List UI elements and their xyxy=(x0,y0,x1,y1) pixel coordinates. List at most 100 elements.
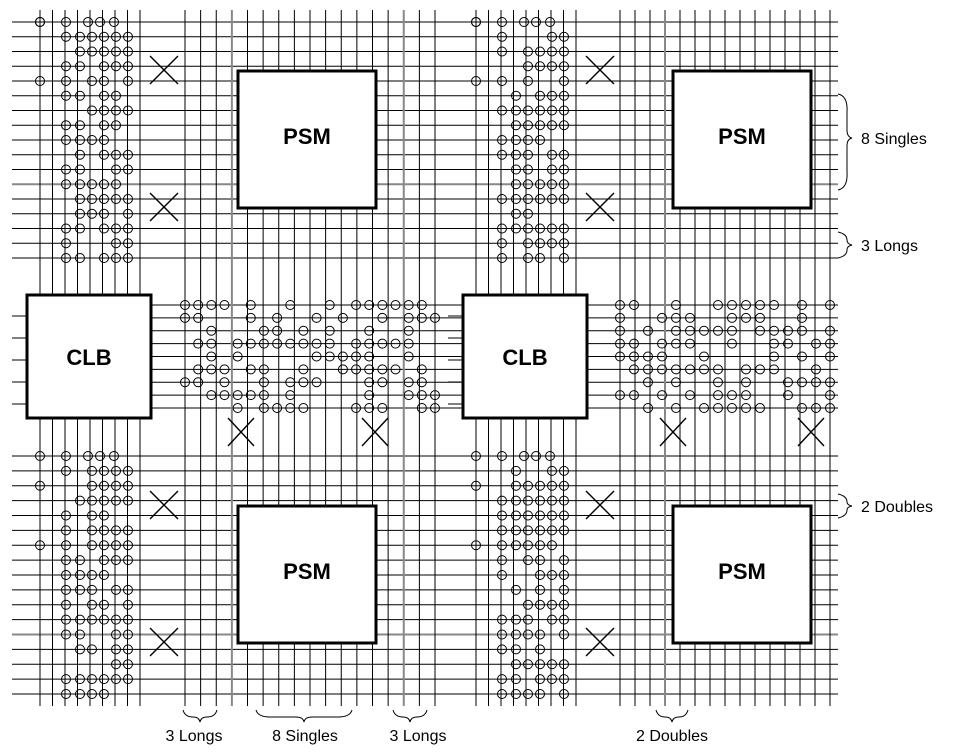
pip-circle xyxy=(99,76,109,86)
pip-circle xyxy=(123,644,133,655)
pip-circle xyxy=(123,238,133,249)
pip-circle xyxy=(559,105,569,116)
pip-circle xyxy=(193,312,204,323)
pip-circle xyxy=(497,223,507,234)
pip-circle xyxy=(559,480,569,491)
pip-circle xyxy=(535,90,545,101)
pip-circle xyxy=(643,377,653,388)
psm-top-left: PSM xyxy=(236,69,378,210)
pip-circle xyxy=(75,120,85,131)
pip-circle xyxy=(123,659,133,670)
pip-circle xyxy=(497,644,507,655)
pip-circle xyxy=(123,465,133,476)
pip-circle xyxy=(337,364,348,375)
pip-circle xyxy=(111,540,121,551)
pip-circle xyxy=(61,584,71,595)
doubles-annotation: 2 Doubles xyxy=(861,499,933,516)
pip-circle xyxy=(272,325,283,336)
pip-circle xyxy=(206,325,217,336)
pip-circle xyxy=(285,300,296,310)
pip-circle xyxy=(111,238,121,249)
pip-circle xyxy=(535,223,545,234)
pip-circle xyxy=(232,403,243,413)
pip-circle xyxy=(123,599,133,610)
pip-circle xyxy=(685,312,695,323)
pip-circle xyxy=(511,164,521,175)
pip-circle xyxy=(87,599,97,610)
pip-circle xyxy=(87,525,97,536)
pip-circle xyxy=(727,403,737,413)
pip-circle xyxy=(497,253,507,263)
pip-circle xyxy=(35,76,45,86)
pip-circle xyxy=(61,451,71,461)
crossover-line xyxy=(585,192,615,222)
pip-circle xyxy=(61,570,71,580)
pip-circle xyxy=(497,238,507,249)
pip-circle xyxy=(547,120,557,131)
pip-circle xyxy=(364,364,375,375)
pip-circle xyxy=(111,105,121,116)
pip-circle xyxy=(497,555,507,566)
crossover-line xyxy=(149,490,179,520)
pip-circle xyxy=(87,570,97,580)
pip-circle xyxy=(123,540,133,551)
pip-circle xyxy=(511,510,521,521)
pip-circle xyxy=(547,149,557,160)
pip-circle xyxy=(99,540,109,551)
pip-circle xyxy=(87,510,97,521)
pip-circle xyxy=(559,629,569,640)
crossover-line xyxy=(585,490,615,520)
pip-circle xyxy=(111,179,121,190)
pip-circle xyxy=(511,659,521,670)
pip-circle xyxy=(351,351,362,362)
pip-circle xyxy=(311,377,322,388)
pip-circle xyxy=(123,164,133,175)
bottom-longs-left-annotation: 3 Longs xyxy=(166,728,223,745)
pip-circle xyxy=(75,31,85,42)
pip-circle xyxy=(61,135,71,145)
pip-circle xyxy=(523,135,533,145)
pip-circle xyxy=(87,194,97,204)
pip-circle xyxy=(87,76,97,86)
pip-circle xyxy=(685,364,695,375)
pip-circle xyxy=(657,364,667,375)
pip-circle xyxy=(497,194,507,204)
pip-circle xyxy=(111,90,121,101)
pip-circle xyxy=(615,390,625,401)
pip-circle xyxy=(403,312,414,323)
pip-circle xyxy=(87,674,97,685)
pip-circle xyxy=(111,629,121,640)
pip-circle xyxy=(403,325,414,336)
pip-circle xyxy=(337,351,348,362)
clb-left: CLB xyxy=(25,293,153,420)
pip-circle xyxy=(511,674,521,685)
pip-circle xyxy=(403,390,414,401)
pip-circle xyxy=(99,480,109,491)
pip-circle xyxy=(311,338,322,349)
pip-circle xyxy=(272,338,283,349)
pip-circle xyxy=(75,179,85,190)
pip-circle xyxy=(825,403,835,413)
pip-circle xyxy=(99,31,109,42)
pip-circle xyxy=(497,451,507,461)
pip-circle xyxy=(99,510,109,521)
pip-circle xyxy=(87,584,97,595)
pip-circle xyxy=(559,584,569,595)
pip-circle xyxy=(123,674,133,685)
pip-circle xyxy=(324,351,335,362)
pip-circle xyxy=(523,223,533,234)
pip-circle xyxy=(285,377,296,388)
pip-circle xyxy=(232,390,243,401)
crossover-line xyxy=(585,55,615,85)
pip-circle xyxy=(75,584,85,595)
pip-circle xyxy=(769,325,779,336)
pip-circle xyxy=(497,76,507,86)
pip-circle xyxy=(497,495,507,506)
pip-circle xyxy=(219,364,230,375)
pip-circle xyxy=(523,164,533,175)
pip-circle xyxy=(511,540,521,551)
pip-circle xyxy=(324,325,335,336)
pip-circle xyxy=(87,495,97,506)
vertical-wires xyxy=(39,10,831,706)
